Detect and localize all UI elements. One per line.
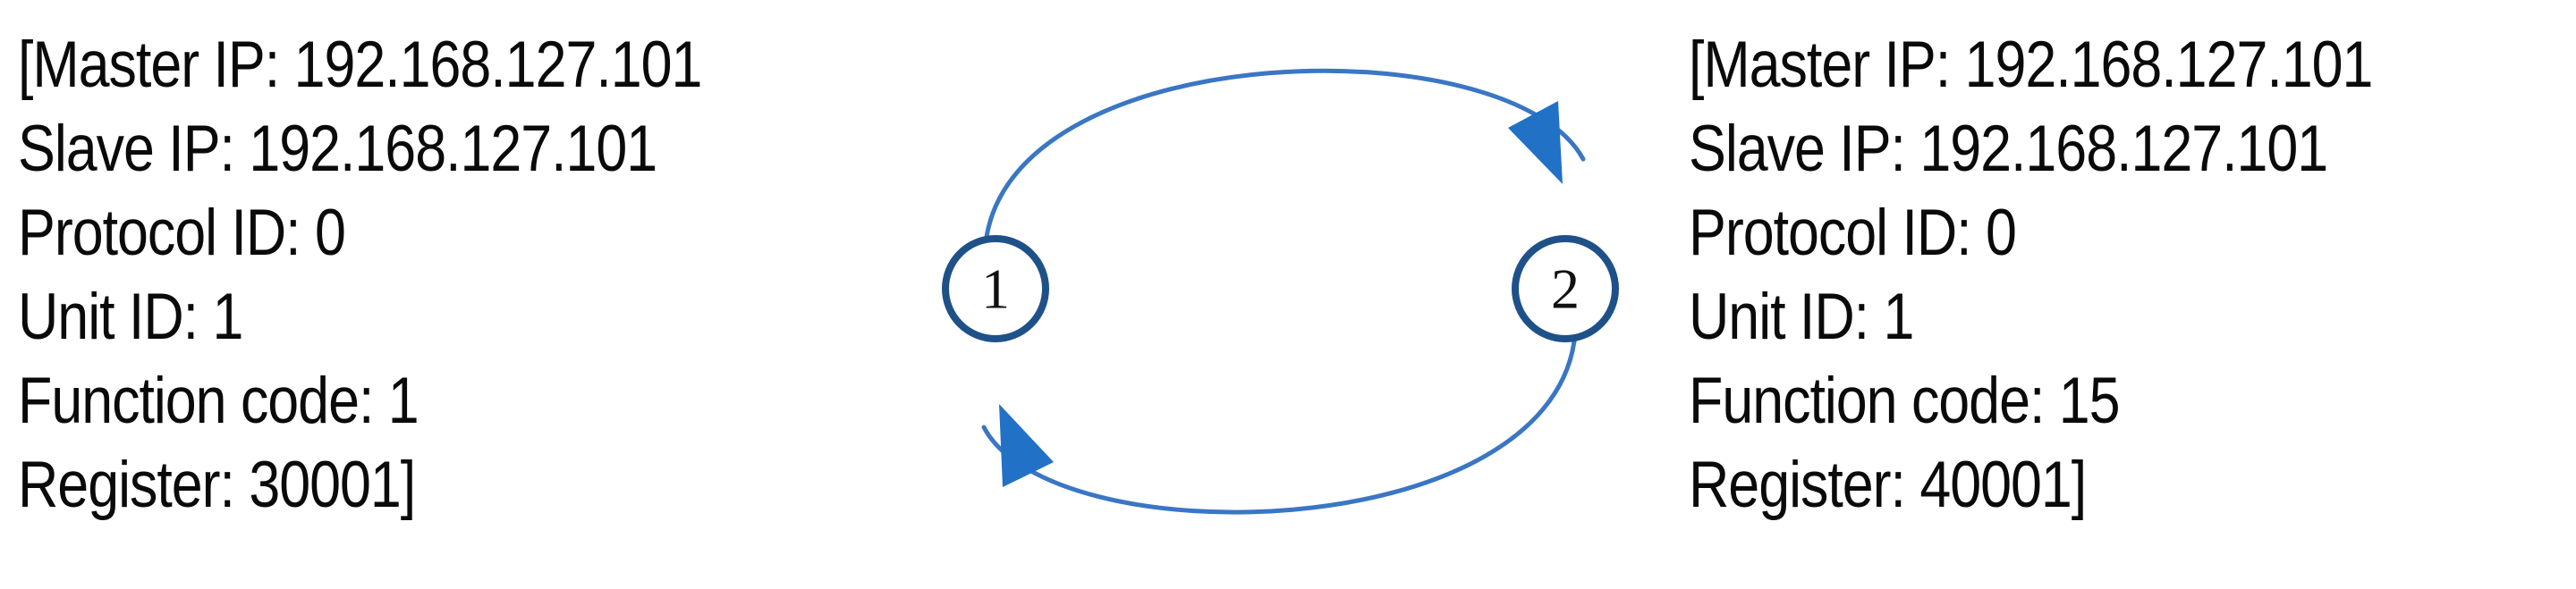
left-line-protocol-id: Protocol ID: 0 xyxy=(18,197,346,269)
edge-node1-to-node2 xyxy=(984,68,1586,240)
node-2-label: 2 xyxy=(1551,257,1580,321)
left-parameter-block: [Master IP: 192.168.127.101 Slave IP: 19… xyxy=(18,0,787,589)
left-line-slave-ip: Slave IP: 192.168.127.101 xyxy=(18,113,657,185)
left-line-function-code: Function code: 1 xyxy=(18,365,419,437)
right-line-protocol-id: Protocol ID: 0 xyxy=(1689,197,2017,269)
right-line-unit-id: Unit ID: 1 xyxy=(1689,281,1914,353)
right-line-master-ip: [Master IP: 192.168.127.101 xyxy=(1689,29,2373,101)
left-line-master-ip: [Master IP: 192.168.127.101 xyxy=(18,29,702,101)
right-parameter-block: [Master IP: 192.168.127.101 Slave IP: 19… xyxy=(1689,0,2458,589)
node-2-circle[interactable] xyxy=(1512,235,1619,342)
right-line-slave-ip: Slave IP: 192.168.127.101 xyxy=(1689,113,2328,185)
right-line-function-code: Function code: 15 xyxy=(1689,365,2121,437)
node-1-circle[interactable] xyxy=(942,235,1049,342)
arrowhead-into-node2 xyxy=(1508,101,1563,184)
graph-node-2[interactable]: 2 xyxy=(1512,235,1619,342)
edge-node2-to-node1 xyxy=(981,339,1577,515)
right-line-register: Register: 40001] xyxy=(1689,449,2087,521)
arrowhead-into-node1 xyxy=(999,404,1054,487)
graph-node-1[interactable]: 1 xyxy=(942,235,1049,342)
left-line-unit-id: Unit ID: 1 xyxy=(18,281,243,353)
node-1-label: 1 xyxy=(981,257,1010,321)
left-line-register: Register: 30001] xyxy=(18,449,416,521)
